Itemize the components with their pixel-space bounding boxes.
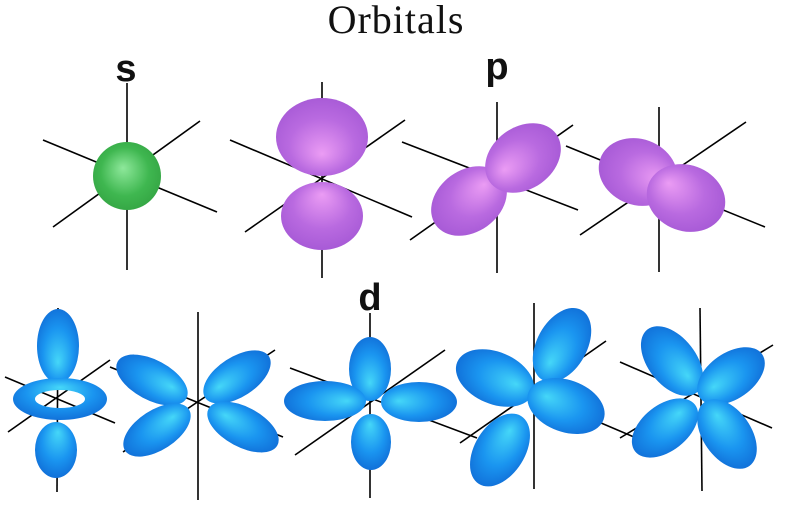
orbital-lobe: [527, 377, 605, 435]
orbital-lobe: [646, 164, 726, 232]
orbital-lobe: [276, 98, 368, 176]
orbital-lobe: [697, 347, 765, 405]
orbital-lobe: [431, 166, 507, 236]
d-orbital-flat-clover: [109, 312, 284, 500]
orbital-lobe: [532, 307, 592, 383]
orbital-lobe: [35, 422, 77, 478]
orbital-lobe: [470, 413, 530, 487]
orbital-lobe: [207, 401, 279, 453]
axis-line: [619, 361, 773, 429]
p-orbital-vertical: [229, 82, 413, 278]
axis-line: [244, 119, 406, 233]
orbital-ring: [12, 377, 108, 421]
orbital-lobe: [116, 354, 188, 406]
orbital-lobe: [203, 350, 271, 404]
orbital-lobe: [381, 382, 457, 422]
p-orbitals-label: p: [485, 46, 509, 88]
axis-line: [294, 349, 446, 456]
orbital-lobe: [631, 398, 699, 458]
d-orbitals-label: d: [358, 277, 382, 319]
d-orbital-tilted-clover-2: [619, 307, 774, 492]
axis-line: [7, 359, 111, 433]
axis-line: [699, 307, 703, 492]
orbital-lobe: [351, 414, 391, 470]
orbital-lobe: [697, 399, 757, 469]
orbital-lobe: [485, 123, 561, 193]
orbital-lobe: [123, 403, 191, 457]
orbital-lobe: [281, 182, 363, 250]
orbital-lobe: [37, 309, 79, 383]
diagram-title: Orbitals: [327, 0, 465, 42]
s-orbitals-label: s: [115, 48, 137, 90]
orbital-lobe: [455, 349, 535, 407]
orbital-lobe: [349, 337, 391, 401]
orbital-sphere: [93, 142, 161, 210]
d-orbital-cross: [284, 313, 478, 498]
p-orbital-diag-right: [565, 107, 766, 272]
d-orbital-tilted-clover-1: [455, 303, 642, 489]
orbital-lobe: [640, 326, 704, 396]
orbital-lobe: [284, 381, 366, 421]
d-orbital-dz2: [4, 307, 116, 493]
p-orbital-diag-left: [401, 102, 579, 273]
axis-line: [4, 376, 116, 424]
s-orbital-sphere: [42, 83, 218, 270]
